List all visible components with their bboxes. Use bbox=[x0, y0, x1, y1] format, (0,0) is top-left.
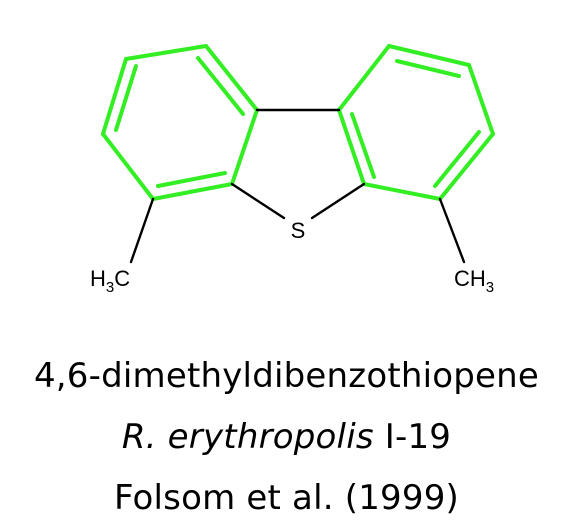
left-methyl-c: C bbox=[114, 266, 130, 291]
organism-name: R. erythropolis bbox=[121, 417, 374, 457]
left-benzene-ring bbox=[101, 44, 259, 201]
left-ring-bond-1 bbox=[124, 44, 208, 61]
compound-name: 4,6-dimethyldibenzothiopene bbox=[33, 356, 540, 396]
right-ring-double-bond-3 bbox=[433, 130, 481, 188]
reference-citation: Folsom et al. (1999) bbox=[113, 478, 460, 518]
left-ring-bond-4 bbox=[151, 182, 234, 201]
left-ring-bond-5 bbox=[101, 132, 155, 201]
left-ring-bond-6 bbox=[101, 57, 128, 136]
right-methyl-subscript: 3 bbox=[486, 279, 494, 296]
right-ring-double-bond-1 bbox=[395, 59, 461, 78]
left-ring-double-bond-2 bbox=[156, 171, 227, 188]
single-bonds bbox=[129, 108, 466, 264]
strain-id: I-19 bbox=[384, 417, 452, 457]
left-methyl-bond bbox=[129, 197, 155, 264]
right-c-s-bond bbox=[310, 182, 366, 220]
left-methyl-label: H3C bbox=[90, 266, 130, 296]
organism-line: R. erythropolis I-19 bbox=[0, 417, 573, 457]
right-ring-double-bond-2 bbox=[350, 112, 376, 179]
right-ring-bond-1 bbox=[387, 44, 471, 67]
right-ring-bond-6 bbox=[467, 63, 495, 136]
right-ring-bond-5 bbox=[438, 132, 495, 201]
left-methyl-h: H bbox=[90, 266, 106, 291]
right-methyl-ch: CH bbox=[454, 266, 486, 291]
right-benzene-ring bbox=[337, 44, 495, 201]
right-methyl-label: CH3 bbox=[454, 266, 494, 296]
left-ring-bond-2 bbox=[204, 44, 259, 112]
left-methyl-subscript: 3 bbox=[106, 279, 114, 296]
left-c-s-bond bbox=[230, 182, 286, 220]
right-ring-bond-2 bbox=[337, 44, 391, 112]
left-ring-bond-3 bbox=[230, 108, 259, 186]
left-ring-double-bond-1 bbox=[196, 56, 245, 116]
right-methyl-bond bbox=[438, 197, 466, 264]
right-ring-bond-4 bbox=[362, 182, 442, 201]
sulfur-atom-label: S bbox=[291, 218, 306, 243]
molecular-structure-diagram: S H3C CH3 bbox=[90, 44, 495, 296]
left-ring-double-bond-3 bbox=[114, 64, 138, 132]
right-ring-bond-3 bbox=[337, 108, 366, 186]
